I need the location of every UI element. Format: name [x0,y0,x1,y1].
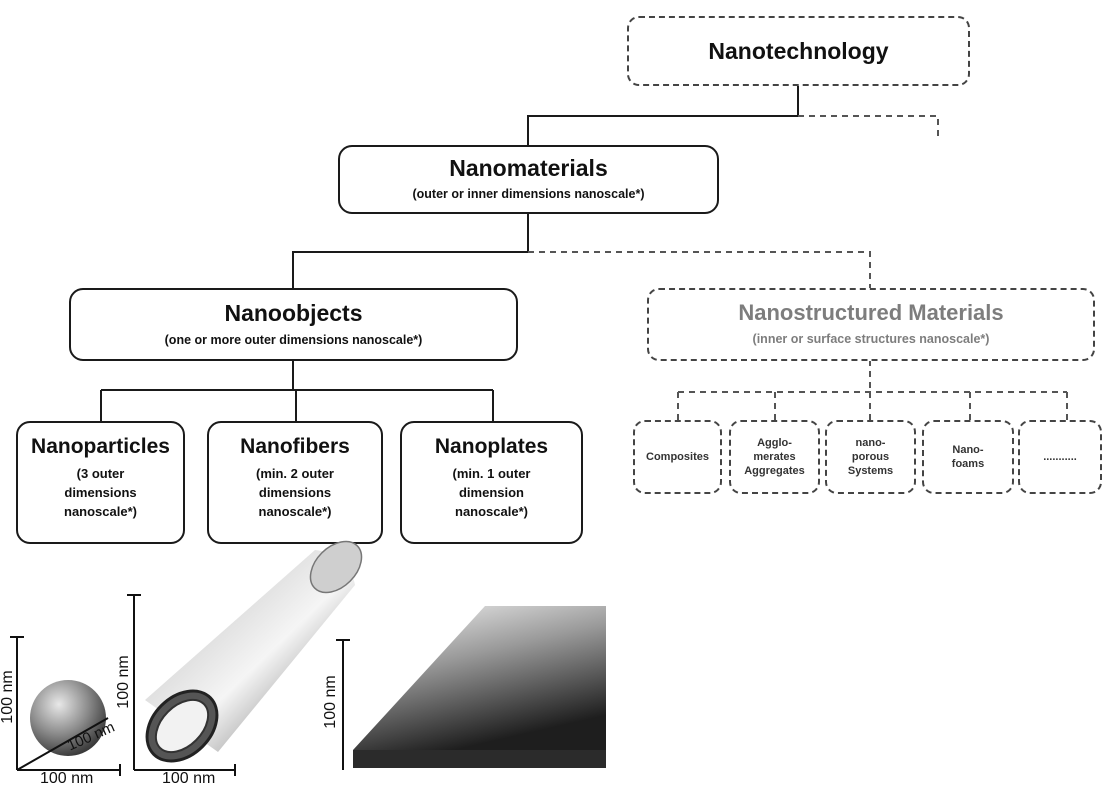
nanostructured-subtitle: (inner or surface structures nanoscale*) [752,332,990,346]
agglomerates-label-1: Agglo- [757,437,792,449]
structured-item-agglomerates: Agglo- merates Aggregates [729,420,820,494]
nanoporous-label-3: Systems [847,465,894,477]
nanoplates-box: Nanoplates (min. 1 outer dimension nanos… [400,421,583,544]
nanoporous-label-1: nano- [855,437,886,449]
nanotechnology-box: Nanotechnology [627,16,970,86]
nanoparticles-desc-2: dimensions [64,485,137,500]
nanofibers-desc-1: (min. 2 outer [255,466,334,481]
sphere-shape [30,680,106,756]
fiber-width-label: 100 nm [162,770,216,787]
structured-item-composites: Composites [633,420,722,494]
structured-item-more: ........... [1018,420,1102,494]
agglomerates-label-3: Aggregates [744,465,805,477]
nanoobjects-subtitle: (one or more outer dimensions nanoscale*… [164,333,423,347]
composites-label: Composites [646,451,709,463]
particle-height-label: 100 nm [0,670,16,724]
nanoparticle-illustration [10,636,121,776]
nanoobjects-box: Nanoobjects (one or more outer dimension… [69,288,518,361]
nanoplates-desc-3: nanoscale*) [455,504,528,519]
nanoparticles-title: Nanoparticles [31,435,170,458]
nanoparticles-desc-3: nanoscale*) [64,504,137,519]
nanostructured-materials-box: Nanostructured Materials (inner or surfa… [647,288,1095,361]
fiber-height-label: 100 nm [115,655,132,709]
nanoobjects-title: Nanoobjects [224,300,363,326]
nanofibers-desc-3: nanoscale*) [258,504,332,519]
nanoporous-label-2: porous [851,451,890,463]
plate-edge [353,750,606,768]
nanotechnology-title: Nanotechnology [708,38,889,64]
nanoparticles-desc-1: (3 outer [76,466,125,481]
nanofoams-label-2: foams [951,458,985,470]
nanomaterials-box: Nanomaterials (outer or inner dimensions… [338,145,719,214]
nanoplates-desc-2: dimension [458,485,524,500]
nanomaterials-subtitle: (outer or inner dimensions nanoscale*) [412,187,645,201]
nanofibers-title: Nanofibers [240,435,350,458]
plate-height-label: 100 nm [322,675,339,729]
nanoplate-illustration [336,606,606,770]
nanoplates-desc-1: (min. 1 outer [452,466,531,481]
nanofibers-desc-2: dimensions [258,485,332,500]
plate-top [353,606,606,750]
nanoparticles-box: Nanoparticles (3 outer dimensions nanosc… [16,421,185,544]
nanostructured-title: Nanostructured Materials [738,300,1004,325]
agglomerates-label-2: merates [753,451,796,463]
nanofoams-label-1: Nano- [952,444,984,456]
nanomaterials-title: Nanomaterials [449,155,608,181]
structured-item-nanoporous: nano- porous Systems [825,420,916,494]
nanoplates-title: Nanoplates [434,435,549,458]
more-items-label: ........... [1043,451,1077,463]
nanofiber-illustration [127,540,363,776]
particle-width-label: 100 nm [40,770,94,787]
nanofibers-box: Nanofibers (min. 2 outer dimensions nano… [207,421,383,544]
structured-item-nanofoams: Nano- foams [922,420,1014,494]
